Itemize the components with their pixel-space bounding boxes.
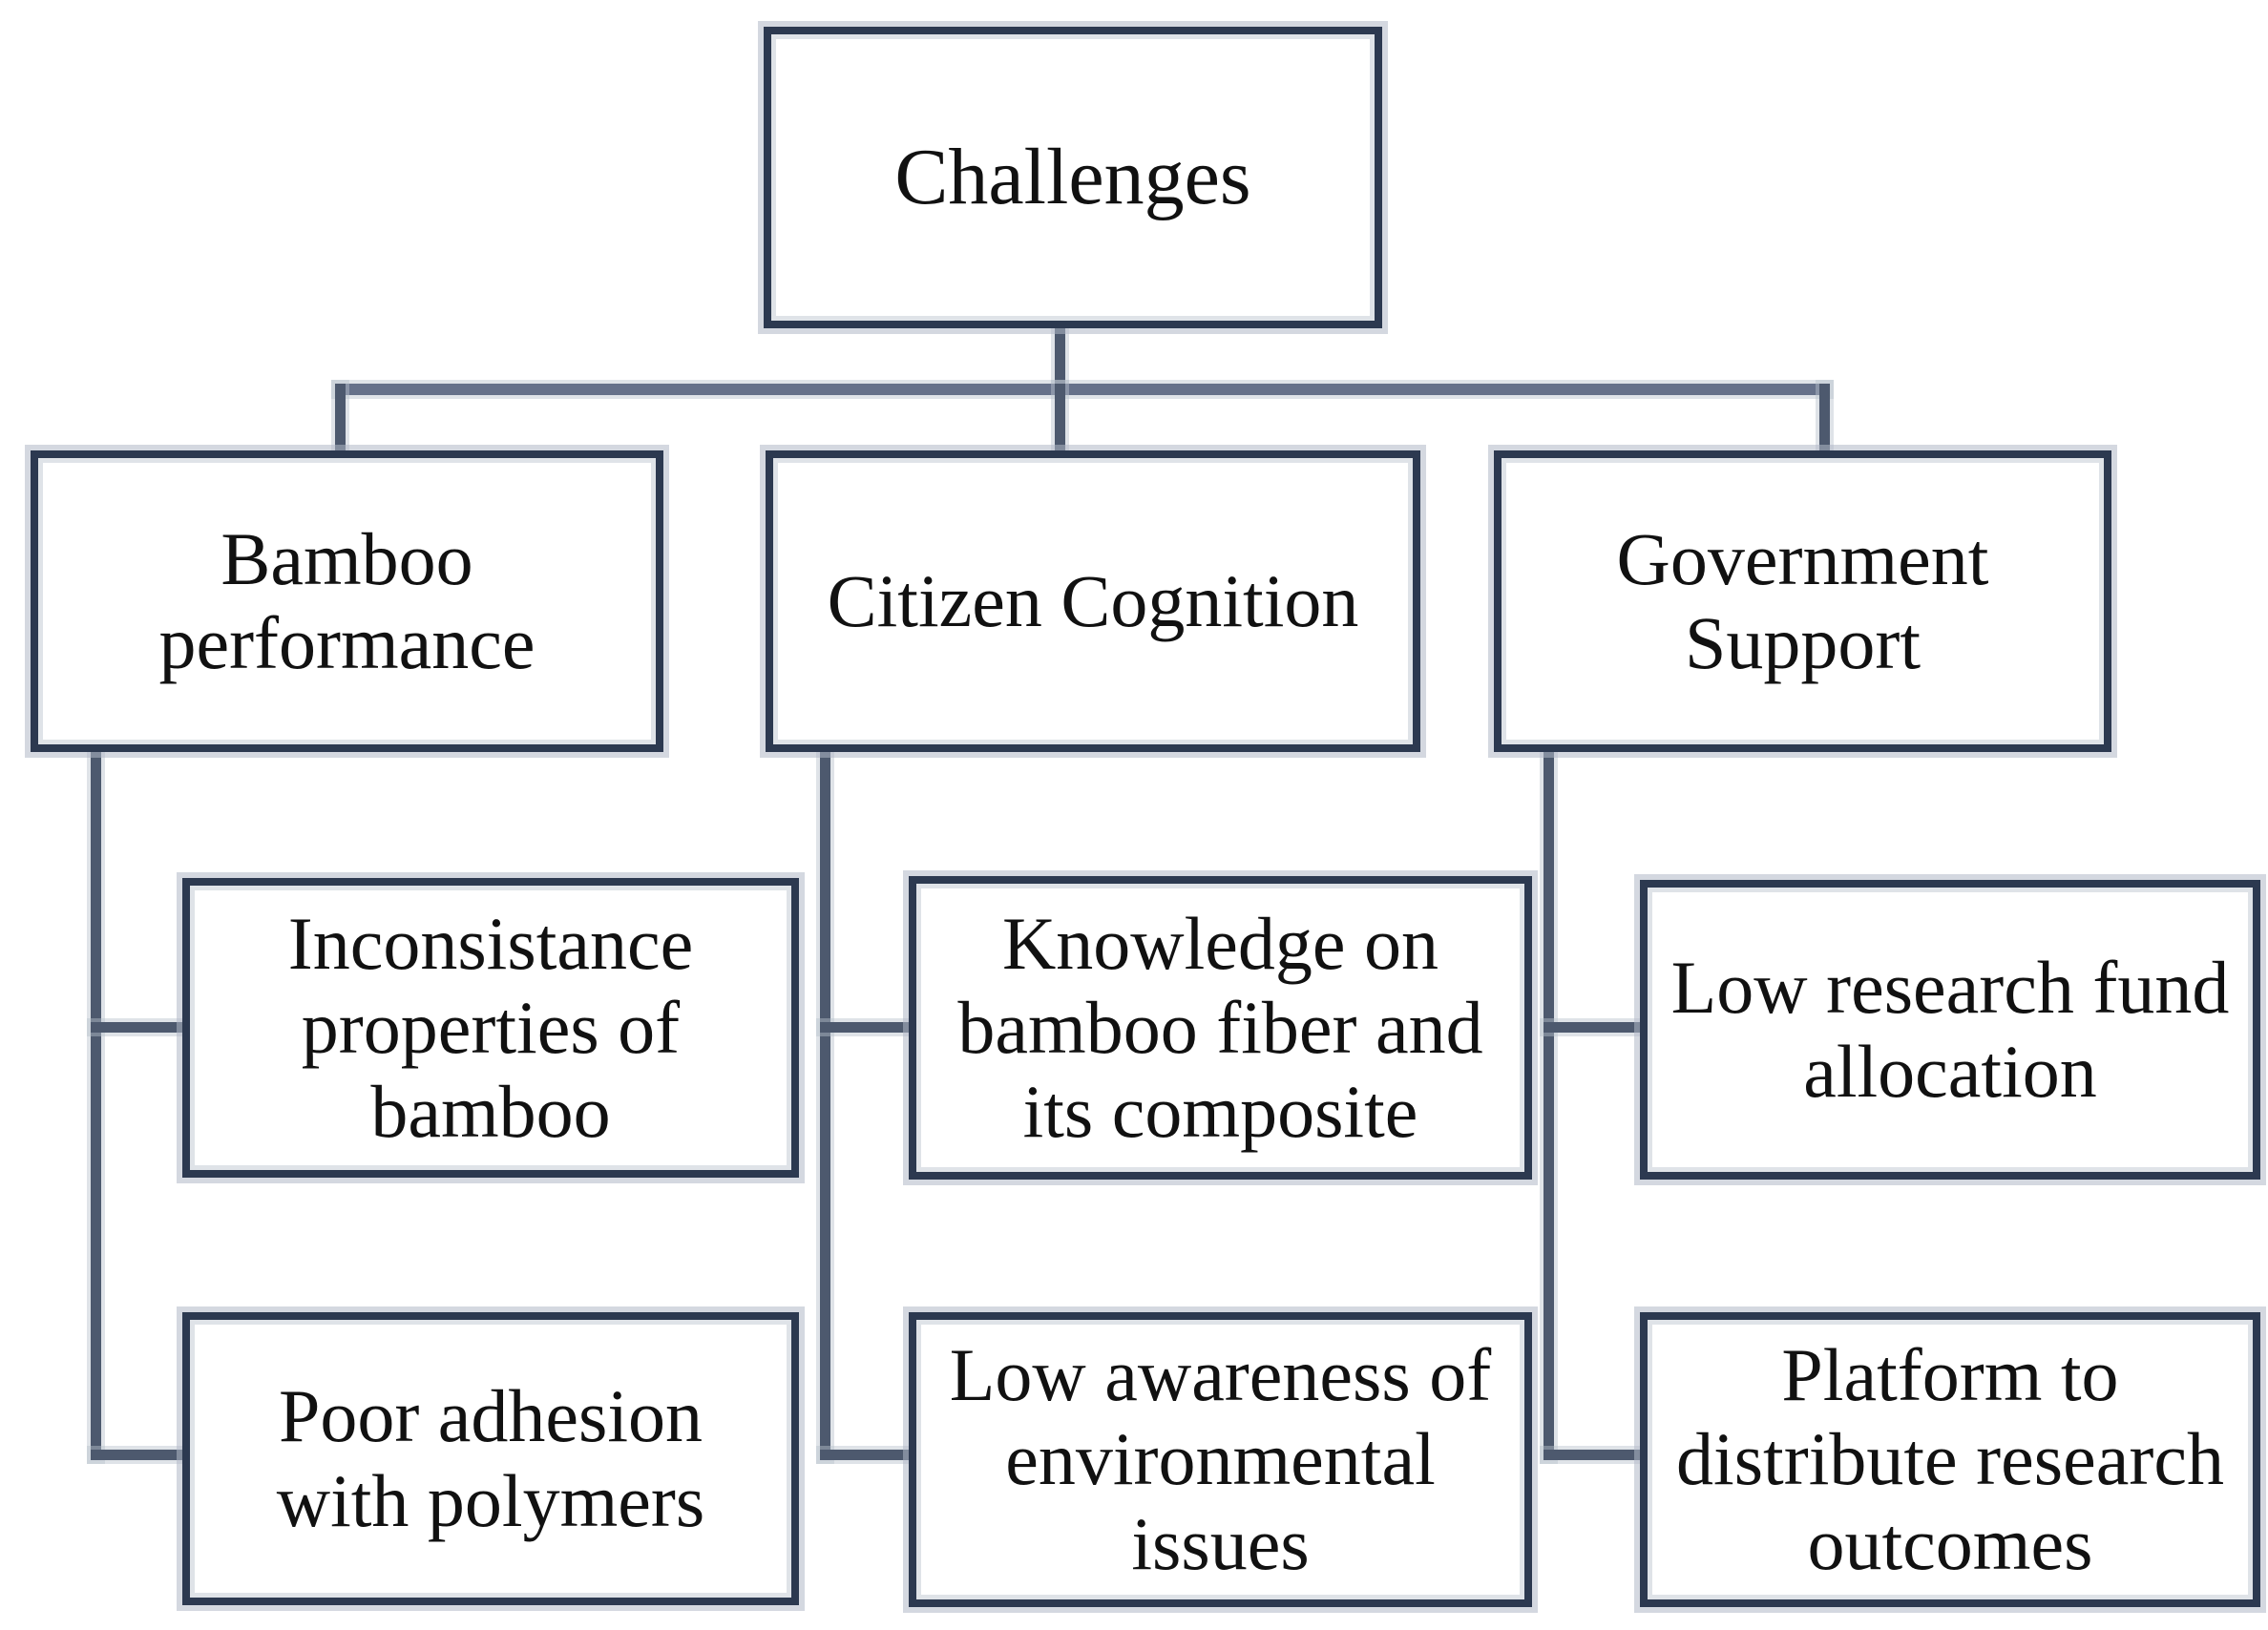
node-poor-adhesion: Poor adhesion with polymers [182, 1312, 799, 1605]
connector-root-trunk [1055, 321, 1065, 391]
connector-stub-middle [1055, 384, 1065, 456]
node-low-research-fund: Low research fund allocation [1640, 880, 2260, 1180]
connector-trunk-government [1544, 746, 1554, 1460]
node-government-support: Government Support [1494, 450, 2111, 752]
connector-trunk-bamboo [91, 746, 101, 1460]
node-low-awareness: Low awareness of environmental issues [909, 1312, 1532, 1607]
connector-branch-knowledge [820, 1022, 918, 1033]
connector-stub-right [1819, 384, 1830, 456]
connector-branch-platform [1544, 1450, 1649, 1460]
connector-branch-inconsistance [91, 1022, 192, 1033]
connector-branch-poor-adhesion [91, 1450, 192, 1460]
node-knowledge-bamboo-fiber: Knowledge on bamboo fiber and its compos… [909, 876, 1532, 1180]
node-platform-distribute: Platform to distribute research outcomes [1640, 1312, 2260, 1607]
node-bamboo-performance: Bamboo performance [31, 450, 663, 752]
connector-stub-left [335, 384, 346, 456]
connector-horizontal-bus [335, 384, 1830, 395]
node-inconsistance-properties: Inconsistance properties of bamboo [182, 878, 799, 1178]
connector-branch-low-fund [1544, 1022, 1649, 1033]
node-challenges: Challenges [764, 27, 1382, 328]
connector-branch-low-awareness [820, 1450, 918, 1460]
connector-trunk-citizen [820, 746, 830, 1460]
node-citizen-cognition: Citizen Cognition [766, 450, 1420, 752]
